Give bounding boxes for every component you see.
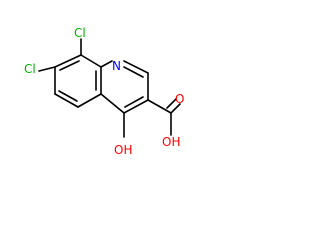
bond-c8-c8a bbox=[80, 54, 102, 68]
bond-c4-c4a bbox=[100, 93, 125, 114]
bond-c7-c8-inner bbox=[59, 60, 80, 71]
bond-c5-c6 bbox=[54, 93, 79, 108]
atom-o-carbonyl: O bbox=[175, 92, 184, 106]
bond-layer bbox=[38, 38, 181, 138]
atom-cl-8: Cl bbox=[74, 26, 86, 40]
bond-n1-c2 bbox=[123, 60, 149, 74]
bond-c3-c4-inner bbox=[124, 96, 144, 108]
atom-oh-4: OH bbox=[114, 143, 132, 157]
atom-label-layer: Cl Cl N OH O OH bbox=[24, 26, 184, 157]
bond-c3-c4 bbox=[123, 99, 149, 114]
atom-cl-7: Cl bbox=[24, 62, 36, 76]
bond-c3-ccooh bbox=[147, 99, 172, 114]
atom-oh-acid: OH bbox=[162, 135, 180, 149]
bond-n1-c2-inner bbox=[123, 66, 144, 78]
bond-c5-c6-inner bbox=[58, 90, 78, 102]
bond-c4a-c5 bbox=[77, 93, 102, 108]
bond-ccooh-o-double bbox=[166, 98, 177, 109]
bond-c8a-n1 bbox=[100, 60, 113, 68]
atom-n-1: N bbox=[112, 59, 121, 73]
bond-c7-c8 bbox=[54, 54, 82, 68]
bond-c7-cl bbox=[38, 66, 56, 72]
molecule-diagram: Cl Cl N OH O OH bbox=[24, 26, 184, 157]
bond-ccooh-o bbox=[170, 103, 181, 114]
